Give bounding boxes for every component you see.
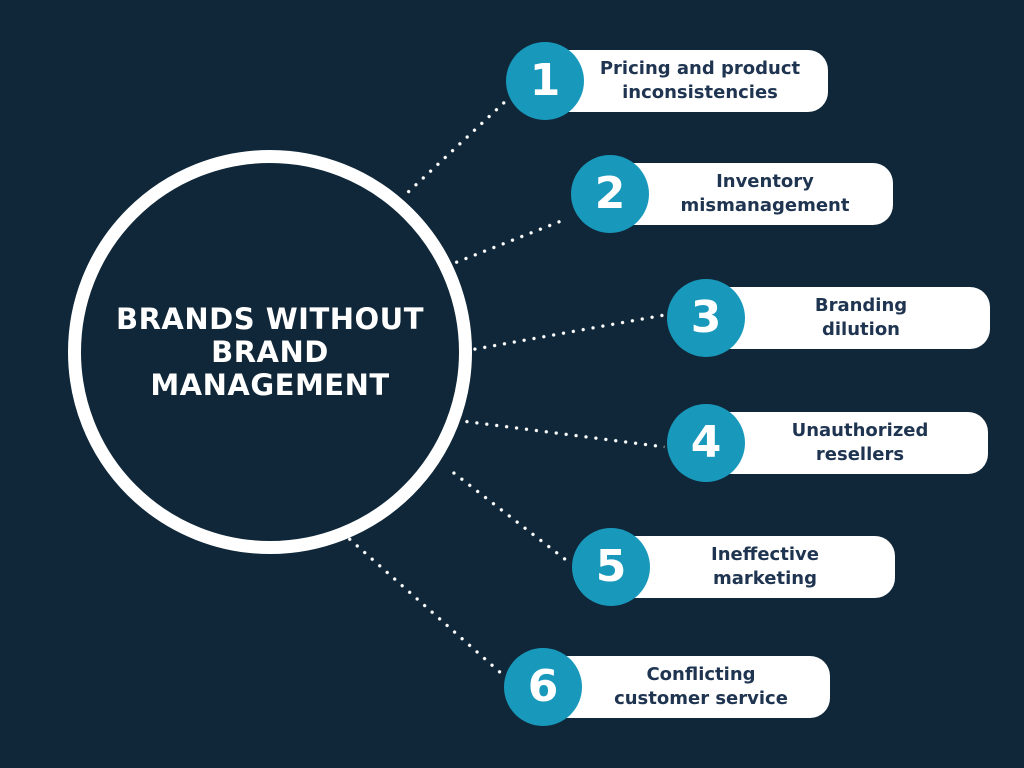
page-title: BRANDS WITHOUT BRAND MANAGEMENT bbox=[115, 301, 425, 402]
page-title-line-1: BRANDS WITHOUT bbox=[115, 301, 425, 336]
connector-line-3 bbox=[469, 313, 665, 352]
item-label-1-line-1: Pricing and product bbox=[599, 58, 801, 79]
item-badge-5: 5 bbox=[572, 528, 650, 606]
item-number-4: 4 bbox=[690, 417, 722, 468]
item-number-1: 1 bbox=[529, 55, 561, 106]
item-number-6: 6 bbox=[527, 661, 559, 712]
connector-line-2 bbox=[451, 217, 568, 266]
item-label-4-line-2: resellers bbox=[815, 444, 905, 465]
item-label-3: Branding dilution bbox=[815, 294, 907, 342]
item-label-6: Conflicting customer service bbox=[614, 663, 788, 711]
item-label-4-line-1: Unauthorized bbox=[791, 420, 929, 441]
item-label-2-line-1: Inventory bbox=[716, 171, 814, 192]
connector-line-6 bbox=[344, 534, 503, 675]
item-badge-6: 6 bbox=[504, 648, 582, 726]
item-label-5-line-2: marketing bbox=[713, 568, 817, 589]
item-label-2-line-2: mismanagement bbox=[680, 195, 850, 216]
item-label-1: Pricing and product inconsistencies bbox=[600, 57, 800, 105]
item-label-1-line-2: inconsistencies bbox=[622, 82, 778, 103]
central-circle: BRANDS WITHOUT BRAND MANAGEMENT bbox=[68, 150, 472, 554]
connector-line-4 bbox=[461, 419, 665, 449]
page-title-line-2: BRAND bbox=[211, 334, 329, 369]
item-label-3-line-2: dilution bbox=[822, 319, 900, 340]
item-number-5: 5 bbox=[595, 541, 627, 592]
item-number-3: 3 bbox=[690, 292, 722, 343]
connector-line-5 bbox=[448, 468, 568, 562]
item-number-2: 2 bbox=[594, 168, 626, 219]
item-label-6-line-2: customer service bbox=[614, 688, 788, 709]
item-label-4: Unauthorized resellers bbox=[792, 419, 929, 467]
item-badge-1: 1 bbox=[506, 42, 584, 120]
connector-line-1 bbox=[403, 97, 510, 197]
page-title-line-3: MANAGEMENT bbox=[150, 367, 390, 402]
item-label-5: Ineffective marketing bbox=[711, 543, 819, 591]
item-label-2: Inventory mismanagement bbox=[681, 170, 850, 218]
item-label-6-line-1: Conflicting bbox=[646, 664, 756, 685]
item-label-3-line-1: Branding bbox=[814, 295, 908, 316]
item-badge-3: 3 bbox=[667, 279, 745, 357]
item-badge-2: 2 bbox=[571, 155, 649, 233]
item-label-5-line-1: Ineffective bbox=[711, 544, 819, 565]
item-badge-4: 4 bbox=[667, 404, 745, 482]
